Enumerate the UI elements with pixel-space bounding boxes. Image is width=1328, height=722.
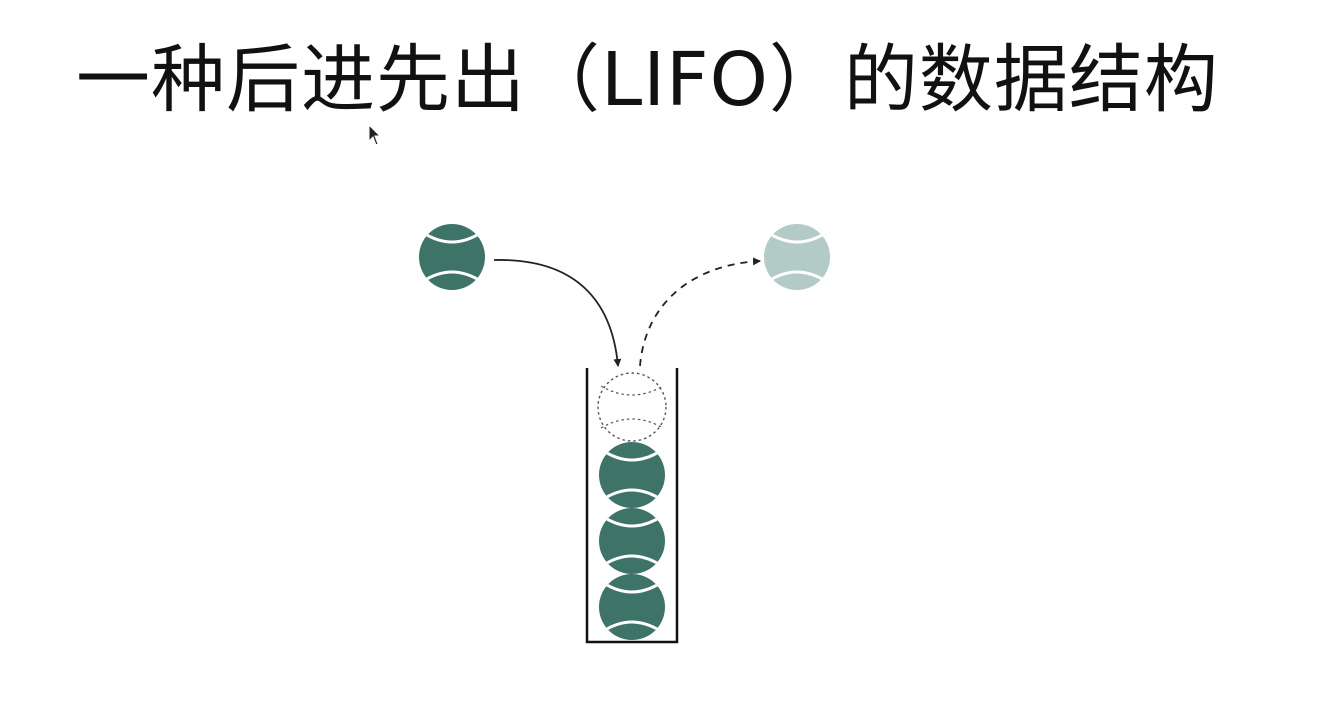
pop-arrow [639,257,761,367]
tennis-ball-icon [419,224,485,290]
stacked-ball [599,574,665,640]
stacked-ball [599,442,665,508]
stack-container [585,368,679,644]
stacked-ball [599,508,665,574]
outgoing-ball [764,224,830,290]
empty-slot-ball [597,372,667,442]
stacked-balls [599,442,665,640]
tennis-ball-icon [764,224,830,290]
push-arrow [493,259,622,367]
incoming-ball [419,224,485,290]
slide-title: 一种后进先出（LIFO）的数据结构 [76,37,1219,123]
mouse-pointer-icon [368,124,382,146]
